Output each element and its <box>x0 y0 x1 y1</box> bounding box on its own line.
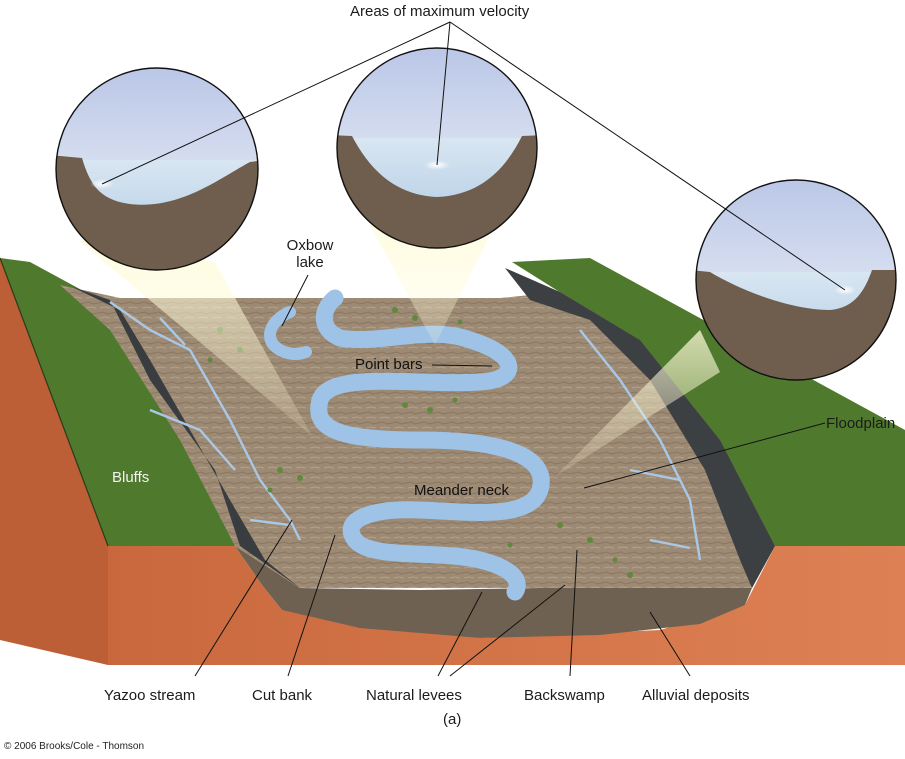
alluvium-section <box>235 546 752 638</box>
label-cut-bank: Cut bank <box>252 687 313 704</box>
panel-letter: (a) <box>443 711 462 728</box>
label-oxbow-line2: lake <box>296 254 324 271</box>
label-floodplain: Floodplain <box>826 415 896 432</box>
label-bluffs: Bluffs <box>112 469 150 486</box>
beam-left <box>78 240 312 436</box>
label-backswamp: Backswamp <box>524 687 605 704</box>
block-front-face <box>108 546 905 665</box>
label-yazoo-stream: Yazoo stream <box>104 687 196 704</box>
meandering-river <box>310 289 550 601</box>
bluff-left-grass <box>0 258 235 546</box>
floodplain-vegetation <box>207 307 633 578</box>
block-left-side <box>0 258 108 665</box>
cross-section-middle <box>337 48 537 248</box>
beam-middle <box>370 225 490 345</box>
label-oxbow-line1: Oxbow <box>286 237 334 254</box>
oxbow-lake <box>264 306 312 360</box>
label-natural-levees: Natural levees <box>366 687 462 704</box>
beam-right <box>556 330 720 476</box>
label-meander-neck: Meander neck <box>414 482 510 499</box>
label-areas-of-maximum-velocity: Areas of maximum velocity <box>350 3 530 20</box>
tributary-streams <box>109 301 702 561</box>
copyright-notice: © 2006 Brooks/Cole - Thomson <box>4 741 145 752</box>
leader-lines <box>101 21 846 677</box>
label-alluvial-deposits: Alluvial deposits <box>642 687 750 704</box>
label-point-bars: Point bars <box>355 356 423 373</box>
bluff-right-slope <box>505 268 775 588</box>
bluff-right-grass <box>512 258 905 546</box>
label-oxbow-lake: Oxbow lake <box>280 237 340 271</box>
cross-section-left <box>56 68 258 270</box>
